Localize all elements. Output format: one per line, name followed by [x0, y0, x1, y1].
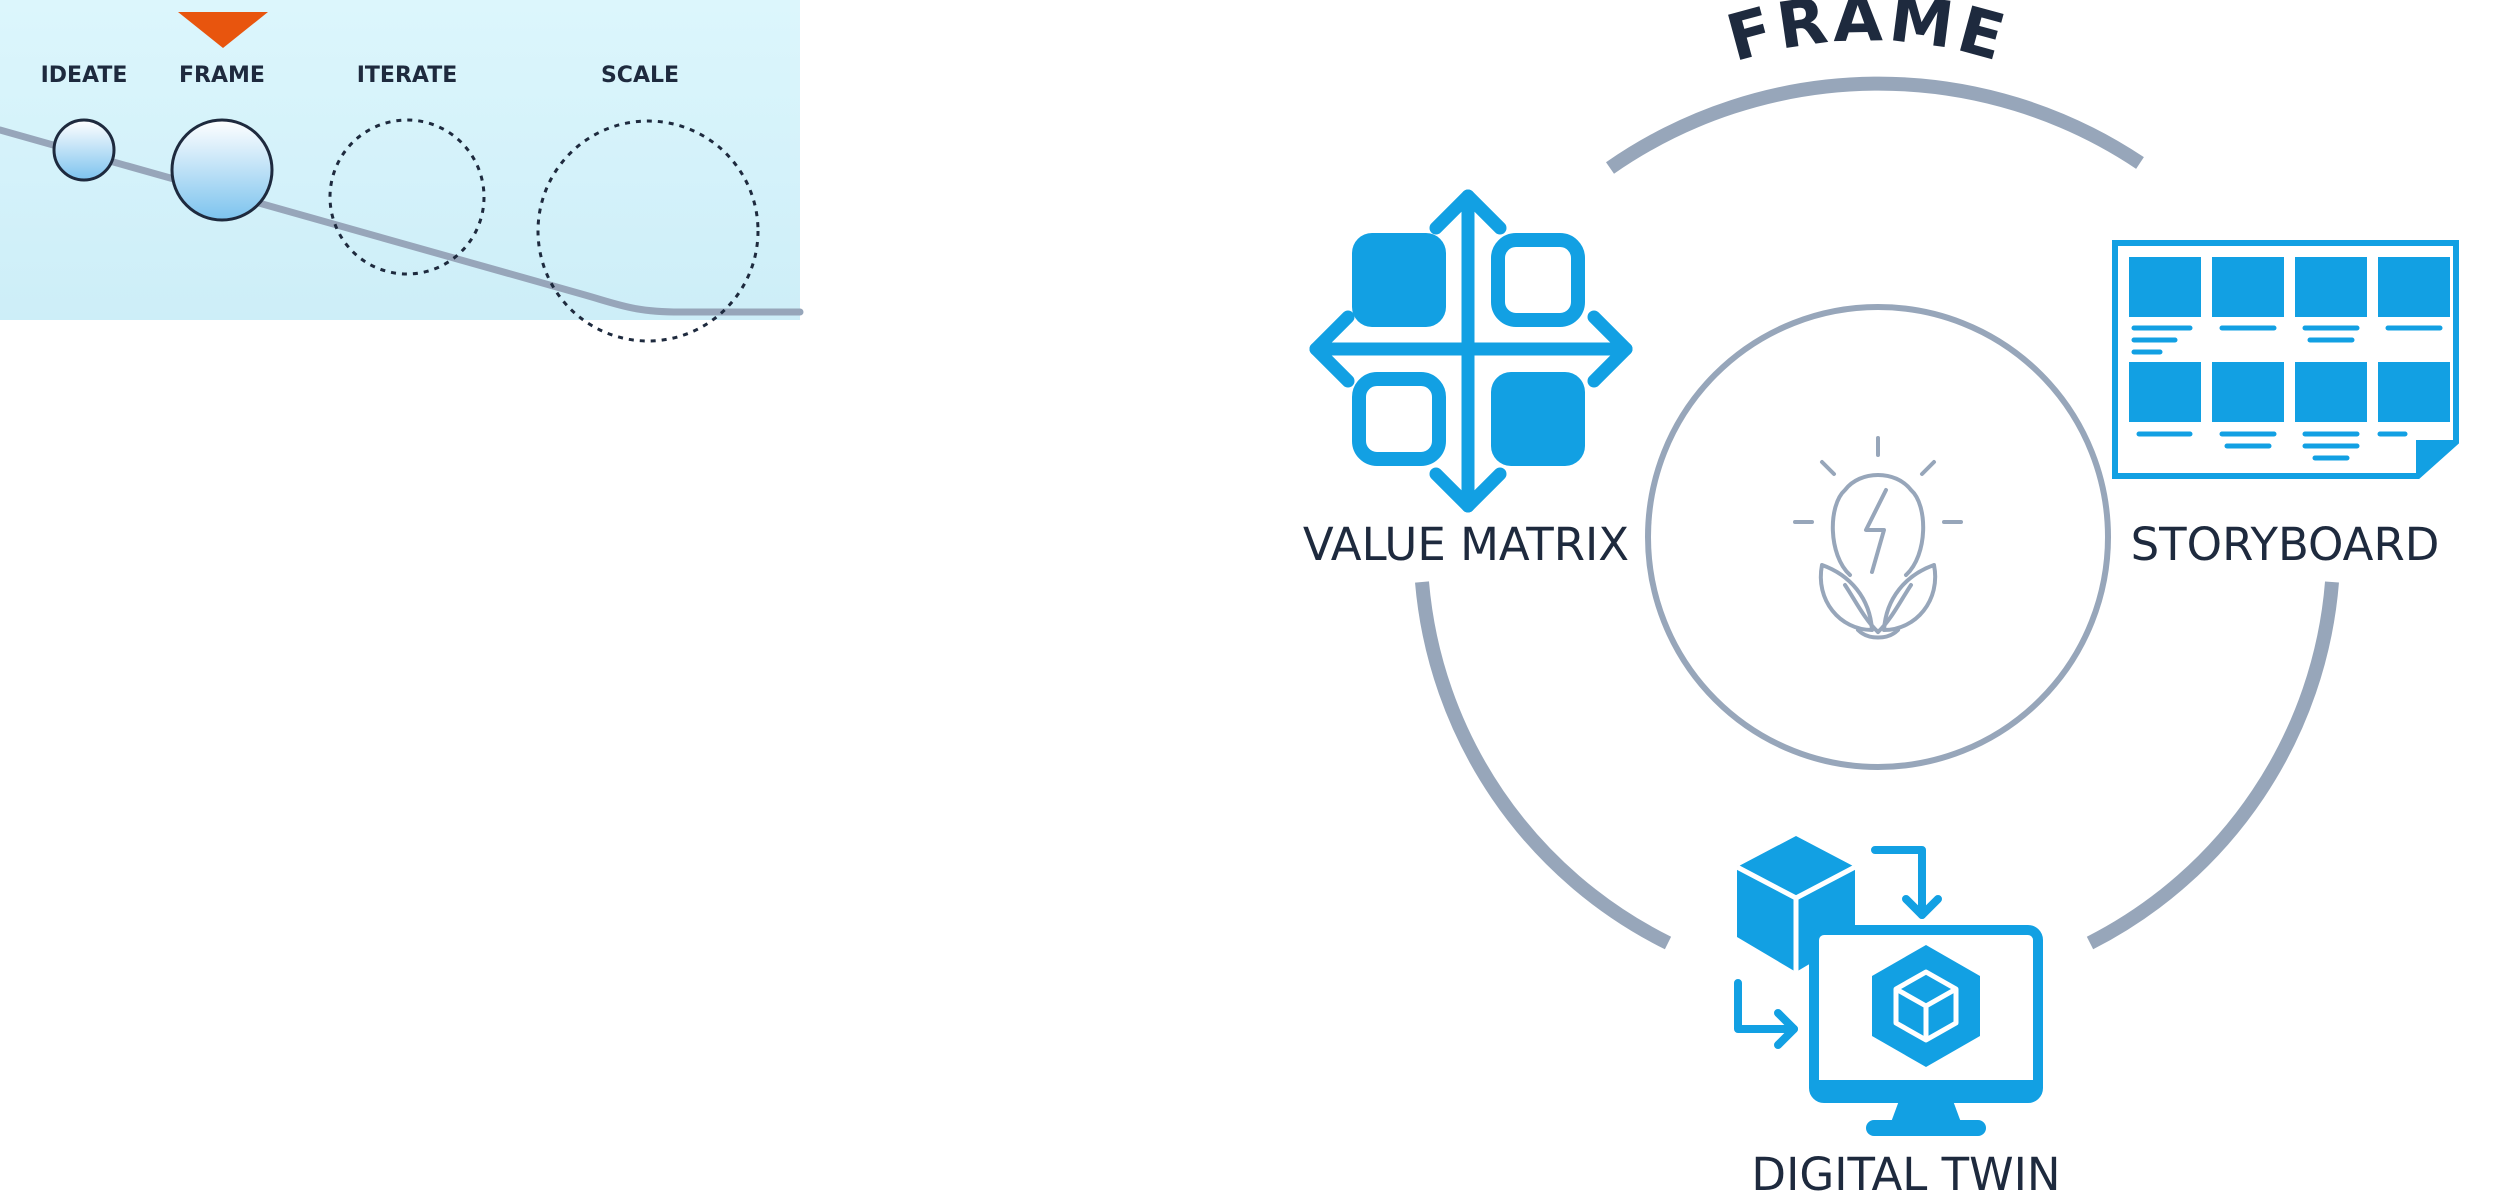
value-matrix-label: VALUE MATRIX	[1303, 518, 1629, 571]
progress-panel: IDEATE FRAME ITERATE SCALE	[0, 0, 804, 343]
stage-label-ideate: IDEATE	[41, 63, 128, 88]
inner-circle	[1645, 304, 2111, 770]
stage-bubble-scale	[536, 119, 760, 343]
storyboard-icon	[2112, 240, 2459, 479]
value-matrix-node: VALUE MATRIX	[1303, 189, 1633, 571]
progress-panel-background	[0, 0, 800, 320]
stage-bubble-iterate	[328, 118, 486, 276]
cycle-title: FRAME	[1719, 0, 2015, 77]
outer-arc-top	[1606, 76, 2144, 174]
progress-curve	[0, 126, 804, 316]
digital-twin-node: DIGITAL TWIN	[1734, 836, 2061, 1201]
stage-label-scale: SCALE	[601, 63, 679, 88]
outer-arc-left	[1415, 581, 1672, 950]
digital-twin-label: DIGITAL TWIN	[1751, 1148, 2060, 1201]
current-stage-marker-icon	[178, 12, 268, 48]
value-matrix-icon	[1309, 189, 1633, 513]
storyboard-node: STORYBOARD	[2112, 240, 2459, 571]
stage-label-frame: FRAME	[179, 63, 265, 88]
outer-arc-right	[2086, 581, 2339, 950]
lightbulb-with-leaves-icon	[1793, 436, 1963, 640]
frame-cycle-diagram: FRAME	[1303, 0, 2459, 1201]
digital-twin-icon	[1734, 836, 2043, 1136]
stage-bubble-frame	[170, 118, 274, 222]
storyboard-label: STORYBOARD	[2131, 518, 2440, 571]
stage-label-iterate: ITERATE	[357, 63, 458, 88]
stage-bubble-ideate	[52, 118, 116, 182]
